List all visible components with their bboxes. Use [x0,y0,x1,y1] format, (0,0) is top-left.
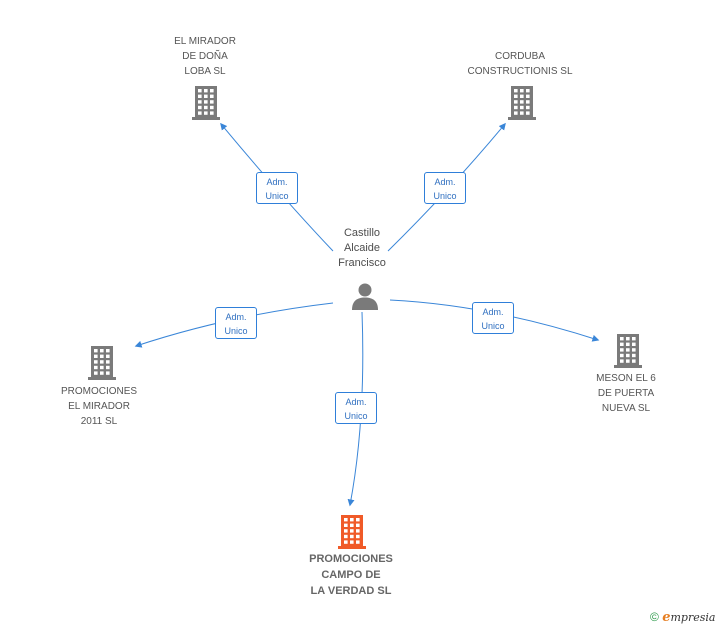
empresia-logo: empresia [662,610,716,625]
building-icon[interactable] [614,332,642,368]
company-name-corduba[interactable]: CORDUBA CONSTRUCTIONIS SL [467,51,573,77]
building-icon[interactable] [88,344,116,380]
building-icon[interactable] [192,84,220,120]
person-name[interactable]: Castillo Alcaide Francisco [338,227,386,269]
company-name-meson-el-6[interactable]: MESON EL 6 DE PUERTA NUEVA SL [596,373,656,414]
relation-badge[interactable]: Adm. Unico [256,172,298,204]
relation-badge[interactable]: Adm. Unico [472,302,514,334]
company-name-promociones-mirador[interactable]: PROMOCIONES EL MIRADOR 2011 SL [60,386,138,427]
company-name-promociones-campo[interactable]: PROMOCIONES CAMPO DE LA VERDAD SL [309,553,393,597]
footer-brand: © empresia [650,610,715,625]
relation-badge[interactable]: Adm. Unico [215,307,257,339]
person-icon[interactable] [350,282,380,310]
building-icon[interactable] [508,84,536,120]
building-icon[interactable] [338,513,366,549]
relation-badge[interactable]: Adm. Unico [424,172,466,204]
relation-badge[interactable]: Adm. Unico [335,392,377,424]
copyright-symbol: © [650,610,659,624]
company-name-mirador-dona-loba[interactable]: EL MIRADOR DE DOÑA LOBA SL [174,36,236,77]
edges-layer [134,122,600,507]
